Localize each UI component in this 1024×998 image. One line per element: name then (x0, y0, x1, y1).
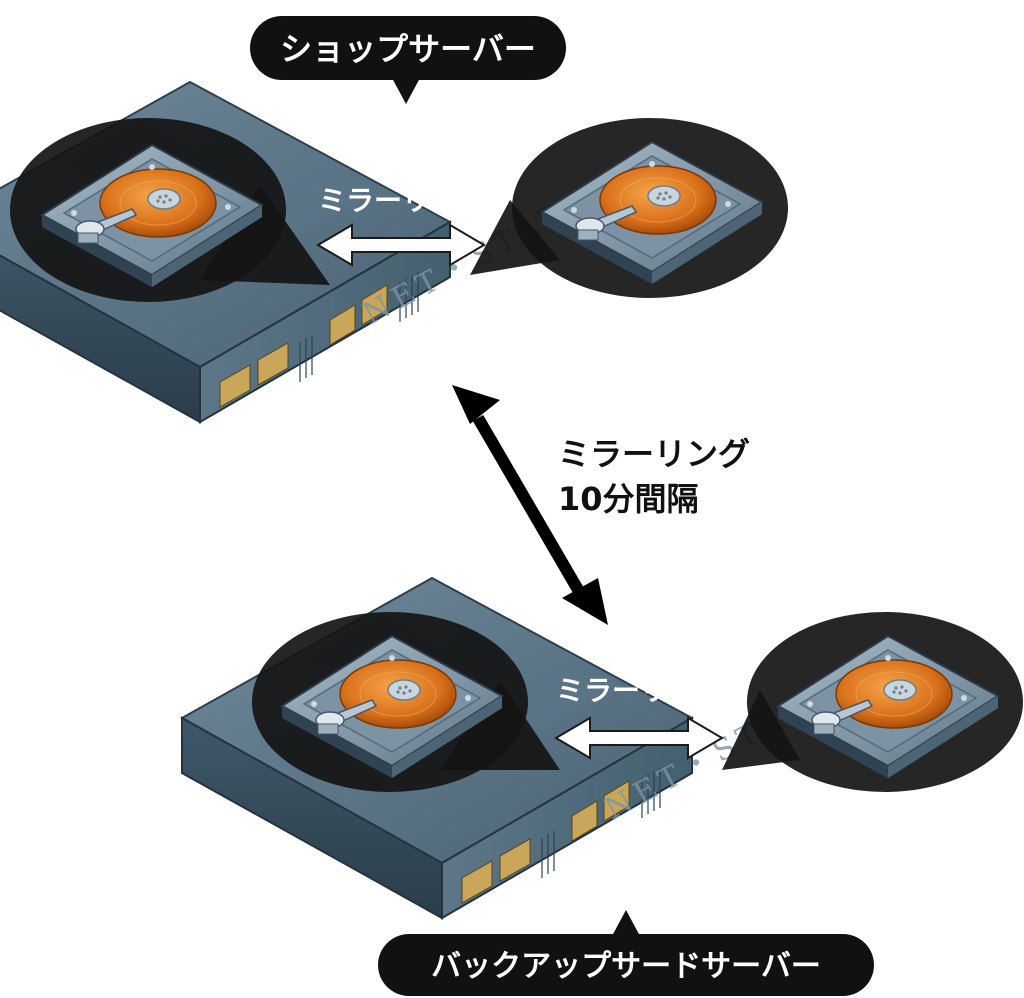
top-server-name-callout: ショップサーバー (250, 16, 566, 104)
bottom-server-name: バックアップサードサーバー (431, 949, 821, 984)
link-double-arrow-icon (452, 385, 608, 625)
bottom-mirroring-arrow (554, 716, 724, 760)
top-mirroring-label: ミラーリング (318, 184, 486, 217)
top-server: NET・STATION ミラーリング ショップサーバー (0, 16, 788, 423)
inter-server-link: ミラーリング 10分間隔 (452, 385, 750, 625)
bottom-server-name-callout: バックアップサードサーバー (378, 910, 874, 996)
top-server-name: ショップサーバー (280, 30, 536, 68)
bottom-mirroring-label: ミラーリング (556, 674, 724, 707)
top-mirroring-arrow (316, 223, 486, 267)
link-label-line1: ミラーリング (558, 435, 750, 473)
bottom-server: NET・STATION ミラーリング バックアップサードサーバー (181, 577, 1023, 996)
top-right-disk-callout (470, 118, 788, 298)
top-left-disk-callout (10, 118, 330, 302)
link-label-line2: 10分間隔 (558, 480, 699, 518)
bottom-left-disk-callout (252, 612, 560, 792)
bottom-right-disk-callout (722, 612, 1023, 792)
